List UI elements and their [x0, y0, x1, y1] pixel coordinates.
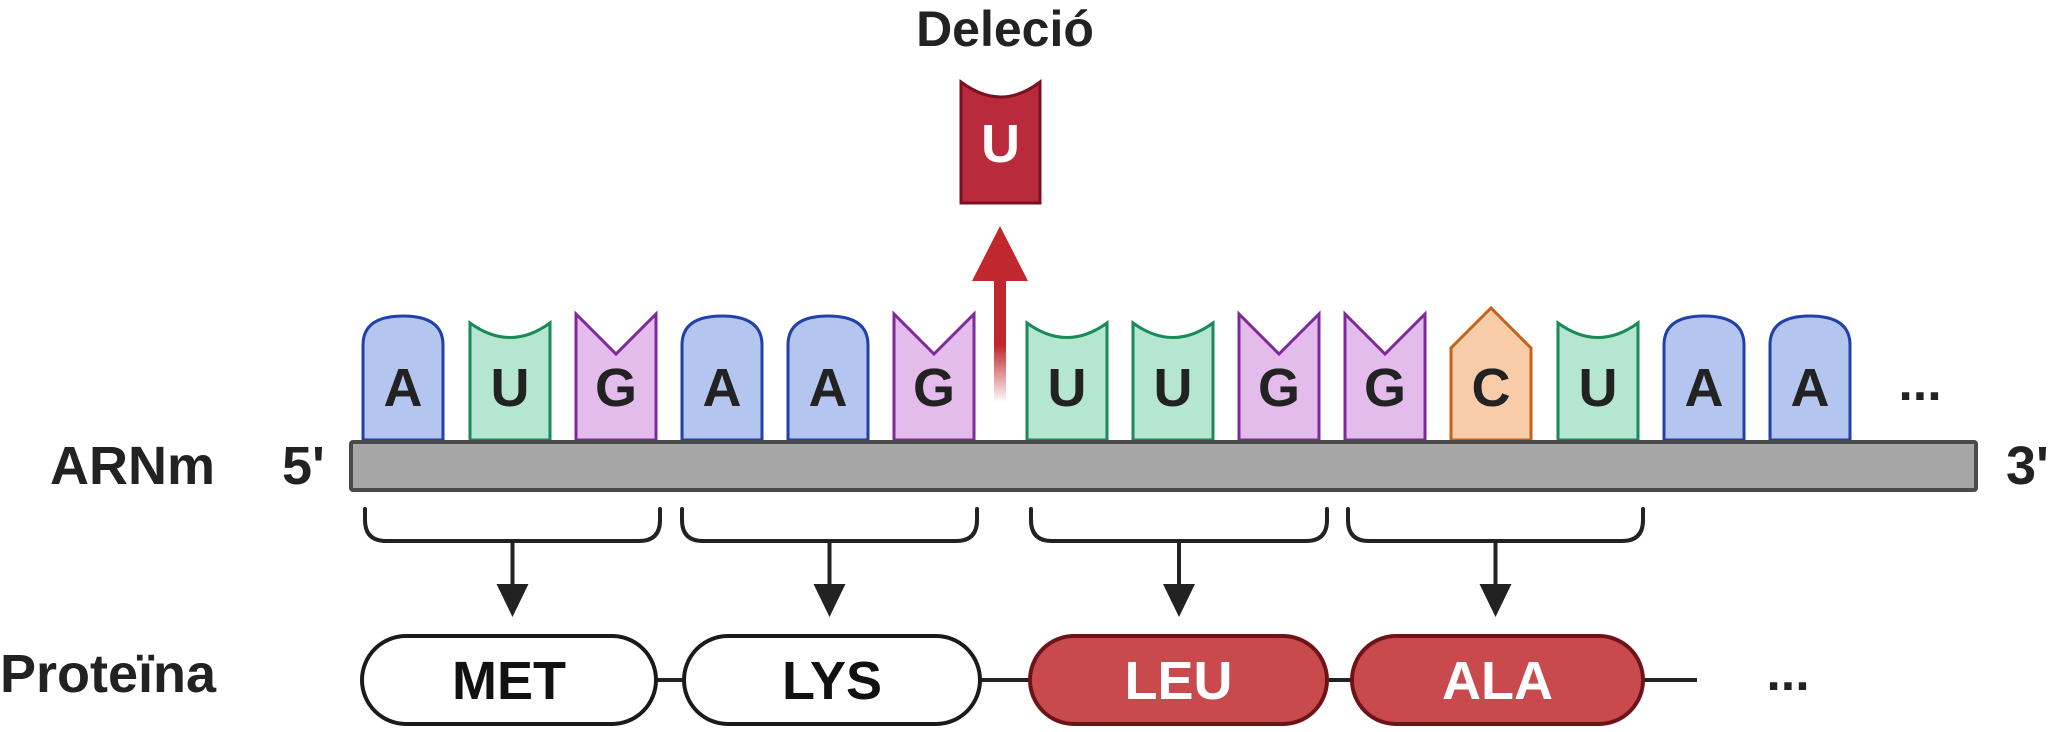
protein-label: Proteïna [0, 644, 217, 704]
nucleotide-shape [1131, 320, 1215, 442]
nucleotide-letter: A [809, 358, 848, 418]
nucleotide-g: G [1237, 310, 1321, 442]
amino-acid-label: MET [452, 651, 566, 711]
mrna-backbone [349, 440, 1978, 492]
amino-acid-leu: LEU [1028, 634, 1329, 726]
amino-acid-pill [1350, 634, 1645, 726]
codon-arrow-head [1479, 584, 1512, 617]
nucleotide-letter: C [1472, 358, 1511, 418]
deleted-nucleotide-letter: U [981, 114, 1020, 174]
nucleotide-a: A [361, 314, 445, 442]
amino-acid-ala: ALA [1350, 634, 1645, 726]
nucleotide-letter: G [595, 358, 637, 418]
protein-ellipsis: ... [1766, 644, 1809, 702]
deletion-arrow [972, 226, 1028, 403]
amino-acid-pill [360, 634, 658, 726]
amino-acid-label: LEU [1125, 651, 1233, 711]
nucleotide-letter: A [1685, 358, 1724, 418]
deleted-nucleotide-shape [959, 78, 1042, 205]
five-prime-label: 5' [282, 436, 325, 496]
nucleotide-u: U [468, 320, 552, 442]
amino-acid-label: ALA [1442, 651, 1553, 711]
deletion-arrow-shaft [994, 275, 1006, 403]
deletion-arrow-head [972, 226, 1028, 281]
nucleotide-g: G [892, 310, 976, 442]
codon-bracket [1029, 507, 1329, 617]
nucleotide-letter: A [1791, 358, 1830, 418]
nucleotide-letter: U [1048, 358, 1087, 418]
amino-acid-pill [682, 634, 982, 726]
codon-arrow-head [1163, 584, 1195, 617]
deleted-nucleotide: U [959, 78, 1042, 205]
nucleotide-a: A [680, 314, 764, 442]
nucleotide-shape [468, 320, 552, 442]
nucleotide-letter: G [1258, 358, 1300, 418]
nucleotide-letter: A [703, 358, 742, 418]
nucleotide-g: G [574, 310, 658, 442]
nucleotide-shape [1768, 314, 1852, 442]
nucleotide-a: A [1662, 314, 1746, 442]
amino-acid-label: LYS [782, 651, 882, 711]
nucleotide-letter: U [1154, 358, 1193, 418]
codon-bracket [1346, 507, 1645, 617]
three-prime-label: 3' [2006, 436, 2048, 496]
nucleotide-shape [1556, 320, 1640, 442]
codon-bracket [363, 507, 662, 617]
nucleotide-u: U [1556, 320, 1640, 442]
nucleotide-letter: G [913, 358, 955, 418]
bracket-line [1346, 507, 1645, 543]
nucleotide-shape [680, 314, 764, 442]
codon-arrow-head [813, 584, 846, 617]
bracket-line [363, 507, 662, 543]
codon-bracket [680, 507, 979, 617]
bracket-line [1029, 507, 1329, 543]
mrna-ellipsis: ... [1898, 354, 1941, 412]
bracket-line [680, 507, 979, 543]
nucleotide-shape [361, 314, 445, 442]
amino-acid-met: MET [360, 634, 658, 726]
amino-acid-pill [1028, 634, 1329, 726]
nucleotide-shape [786, 314, 870, 442]
mrna-label: ARNm [50, 436, 215, 496]
protein-chain: MET LYS LEU ALA [360, 634, 1697, 726]
codon-arrow-head [496, 584, 529, 617]
nucleotide-g: G [1343, 310, 1427, 442]
nucleotide-letter: U [491, 358, 530, 418]
nucleotide-letter: G [1364, 358, 1406, 418]
nucleotide-letter: U [1579, 358, 1618, 418]
nucleotide-c: C [1449, 305, 1533, 442]
nucleotide-u: U [1025, 320, 1109, 442]
nucleotide-a: A [1768, 314, 1852, 442]
nucleotide-a: A [786, 314, 870, 442]
amino-acid-lys: LYS [682, 634, 982, 726]
codon-brackets [363, 507, 1645, 617]
nucleotide-u: U [1131, 320, 1215, 442]
nucleotide-shape [1025, 320, 1109, 442]
nucleotide-shape [1662, 314, 1746, 442]
nucleotide-letter: A [384, 358, 423, 418]
deletion-label: Deleció [916, 1, 1094, 57]
